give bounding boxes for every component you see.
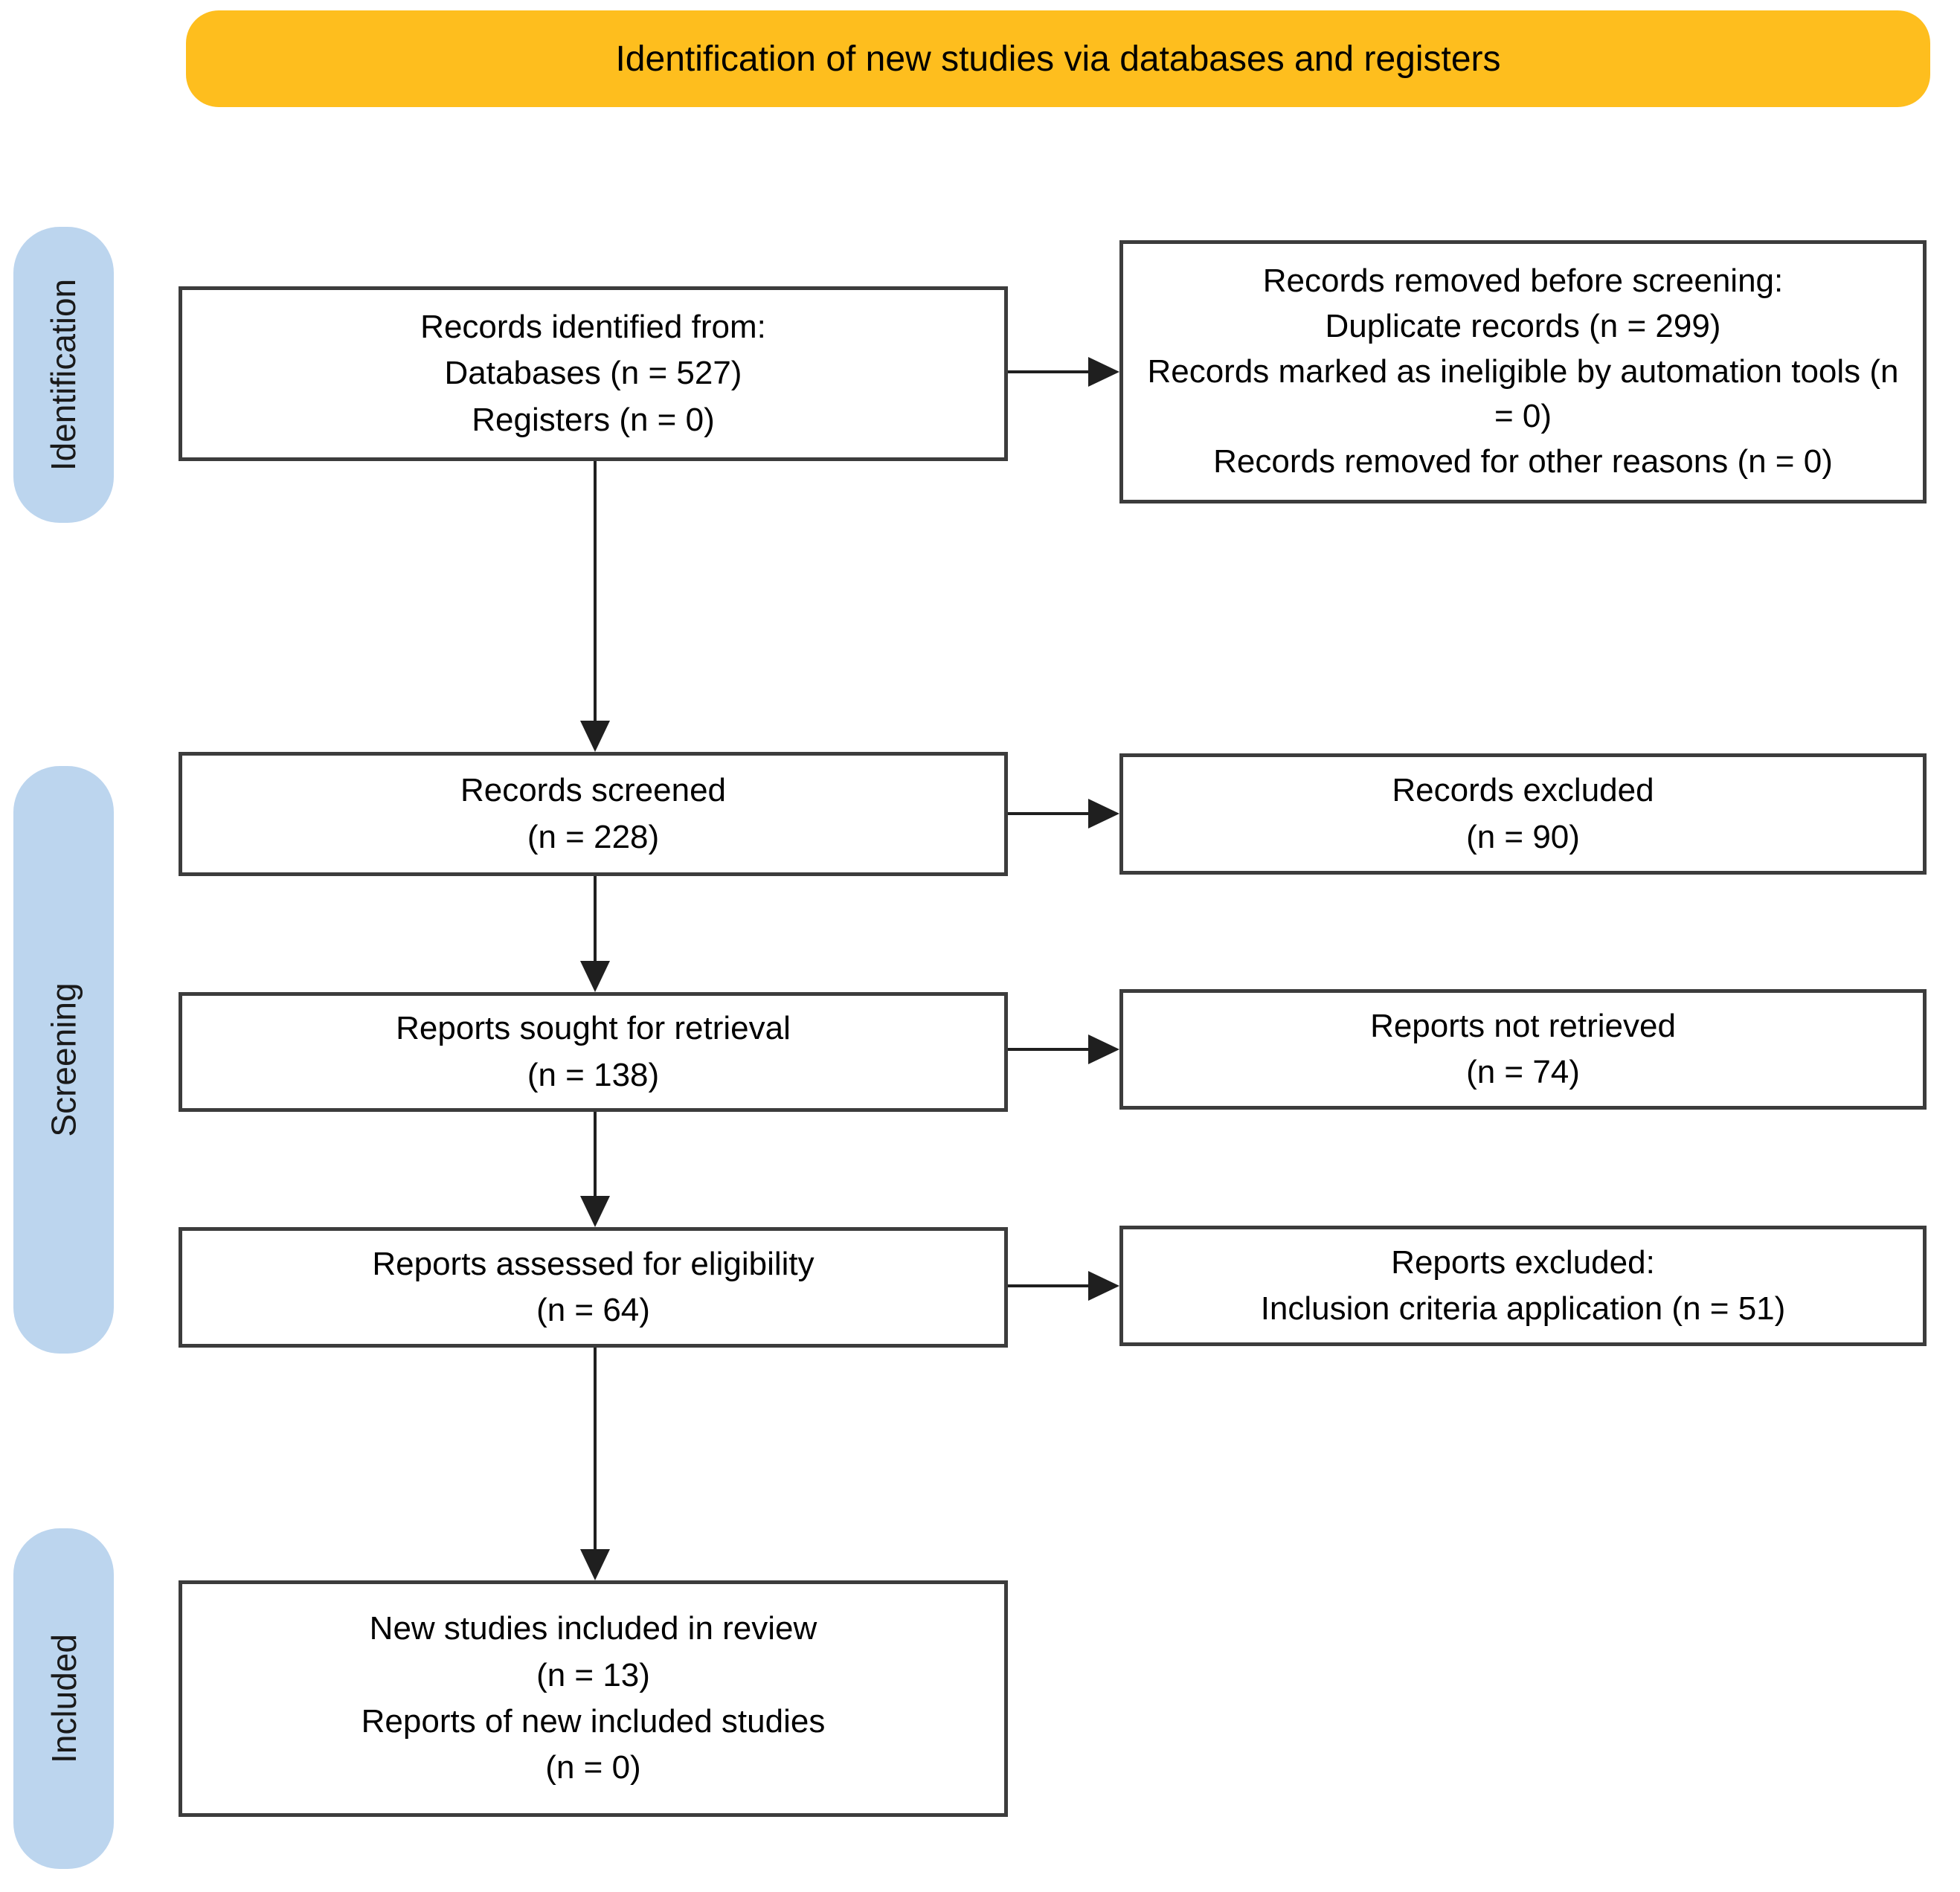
box-text-line: (n = 90): [1466, 818, 1580, 855]
box-text-line: Reports excluded:: [1391, 1243, 1655, 1281]
arrow-sought-to-assessed: [580, 1112, 610, 1227]
arrowhead-right-icon: [1088, 1035, 1119, 1064]
arrow-screened-to-excluded: [1008, 799, 1119, 828]
arrowhead-right-icon: [1088, 1271, 1119, 1301]
arrowhead-down-icon: [580, 1196, 610, 1227]
stage-identification: Identification: [13, 227, 114, 523]
stage-screening: Screening: [13, 766, 114, 1354]
arrow-screened-to-sought: [580, 876, 610, 992]
arrowhead-down-icon: [580, 721, 610, 752]
arrow-shaft: [1008, 812, 1088, 815]
box-studies-included: New studies included in review (n = 13) …: [179, 1580, 1008, 1817]
box-records-screened: Records screened (n = 228): [179, 752, 1008, 876]
box-text-line: Records marked as ineligible by automati…: [1147, 353, 1899, 435]
box-text-line: New studies included in review: [369, 1610, 817, 1647]
box-text-line: Records excluded: [1392, 772, 1654, 809]
box-text-line: Reports not retrieved: [1370, 1007, 1676, 1044]
box-text-line: (n = 13): [536, 1656, 650, 1693]
box-text-line: Records screened: [460, 772, 727, 809]
box-text-line: Reports of new included studies: [361, 1703, 826, 1740]
arrowhead-right-icon: [1088, 799, 1119, 828]
arrow-shaft: [594, 461, 597, 721]
box-text-line: Databases (n = 527): [444, 355, 742, 392]
box-records-removed: Records removed before screening: Duplic…: [1119, 240, 1927, 503]
box-reports-not-retrieved: Reports not retrieved (n = 74): [1119, 989, 1927, 1110]
banner: Identification of new studies via databa…: [186, 10, 1930, 107]
arrow-shaft: [594, 1348, 597, 1549]
arrow-identified-to-removed: [1008, 357, 1119, 387]
box-records-identified: Records identified from: Databases (n = …: [179, 286, 1008, 461]
box-text-line: Records removed for other reasons (n = 0…: [1213, 443, 1833, 480]
box-reports-assessed: Reports assessed for eligibility (n = 64…: [179, 1227, 1008, 1348]
box-text-line: Records identified from:: [420, 308, 766, 345]
box-text-line: Inclusion criteria application (n = 51): [1260, 1290, 1786, 1327]
arrow-identified-to-screened: [580, 461, 610, 752]
box-text-line: (n = 138): [527, 1056, 660, 1093]
box-text-line: Duplicate records (n = 299): [1325, 307, 1721, 344]
box-text-line: Registers (n = 0): [472, 401, 715, 438]
arrowhead-down-icon: [580, 961, 610, 992]
arrowhead-right-icon: [1088, 357, 1119, 387]
box-text-line: (n = 228): [527, 818, 660, 855]
box-reports-sought: Reports sought for retrieval (n = 138): [179, 992, 1008, 1112]
stage-included: Included: [13, 1528, 114, 1869]
box-reports-excluded: Reports excluded: Inclusion criteria app…: [1119, 1226, 1927, 1346]
box-text-line: (n = 74): [1466, 1054, 1580, 1090]
arrowhead-down-icon: [580, 1549, 610, 1580]
arrow-shaft: [594, 1112, 597, 1196]
banner-label: Identification of new studies via databa…: [615, 39, 1501, 79]
box-text-line: (n = 64): [536, 1292, 650, 1328]
arrow-shaft: [1008, 1284, 1088, 1287]
stage-identification-label: Identification: [44, 278, 83, 472]
arrow-assessed-to-included: [580, 1348, 610, 1580]
arrow-shaft: [594, 876, 597, 961]
arrow-assessed-to-reports-excluded: [1008, 1271, 1119, 1301]
box-records-excluded: Records excluded (n = 90): [1119, 753, 1927, 875]
box-text-line: (n = 0): [545, 1749, 641, 1786]
arrow-sought-to-not-retrieved: [1008, 1035, 1119, 1064]
arrow-shaft: [1008, 370, 1088, 373]
box-text-line: Reports sought for retrieval: [396, 1010, 791, 1047]
stage-included-label: Included: [44, 1634, 83, 1763]
stage-screening-label: Screening: [44, 982, 83, 1137]
box-text-line: Records removed before screening:: [1262, 263, 1784, 300]
box-text-line: Reports assessed for eligibility: [372, 1245, 814, 1282]
arrow-shaft: [1008, 1048, 1088, 1051]
